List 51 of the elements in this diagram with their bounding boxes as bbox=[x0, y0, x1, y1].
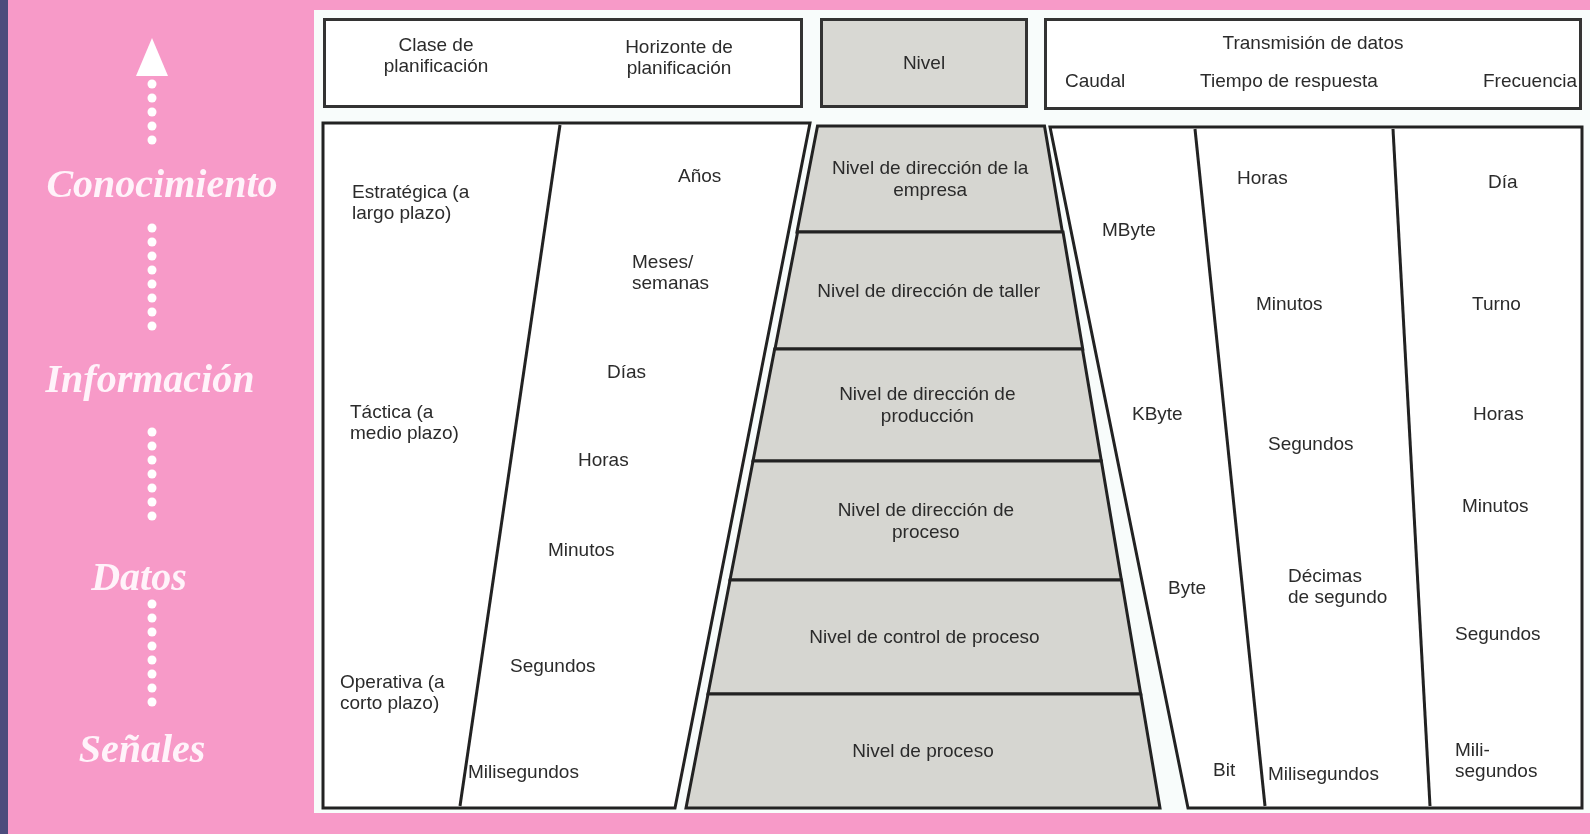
header-box bbox=[323, 18, 803, 108]
table-text: Días bbox=[607, 362, 648, 383]
level-band bbox=[686, 694, 1160, 808]
table-text: Táctica (a medio plazo) bbox=[350, 402, 460, 444]
hierarchy-label: Conocimiento bbox=[46, 159, 278, 207]
table-text: Milisegundos bbox=[468, 762, 580, 783]
table-text: Segundos bbox=[1455, 624, 1542, 645]
table-text: KByte bbox=[1132, 404, 1184, 425]
header-text: Transmisión de datos bbox=[1221, 33, 1405, 54]
level-name: Nivel de control de proceso bbox=[808, 626, 1041, 648]
table-text: Horas bbox=[578, 450, 630, 471]
level-name: Nivel de dirección de taller bbox=[816, 279, 1042, 302]
header-text: Nivel bbox=[901, 53, 947, 74]
level-band bbox=[730, 461, 1122, 580]
header-text: Caudal bbox=[1065, 71, 1127, 92]
table-text: Turno bbox=[1472, 294, 1522, 315]
header-text: Clase de planificación bbox=[382, 35, 490, 77]
level-band bbox=[774, 232, 1083, 349]
hierarchy-label: Señales bbox=[78, 724, 206, 772]
table-text: Décimas de segundo bbox=[1288, 566, 1388, 608]
table-text: Minutos bbox=[548, 540, 616, 561]
header-box bbox=[1044, 18, 1582, 110]
table-text: Byte bbox=[1168, 578, 1208, 599]
header-text: Frecuencia bbox=[1482, 71, 1577, 92]
hierarchy-label: Datos bbox=[91, 552, 187, 600]
table-text: Años bbox=[678, 166, 723, 187]
table-text: Minutos bbox=[1462, 496, 1530, 517]
level-band bbox=[797, 126, 1063, 232]
table-text: Minutos bbox=[1256, 294, 1324, 315]
level-name: Nivel de dirección de la empresa bbox=[830, 157, 1030, 201]
table-text: Segundos bbox=[510, 656, 597, 677]
table-text: Meses/ semanas bbox=[632, 252, 711, 294]
level-name: Nivel de dirección de producción bbox=[838, 383, 1017, 427]
table-text: Estratégica (a largo plazo) bbox=[352, 182, 471, 224]
table-text: Segundos bbox=[1268, 434, 1355, 455]
header-text: Horizonte de planificación bbox=[624, 37, 734, 79]
level-name: Nivel de dirección de proceso bbox=[836, 498, 1015, 543]
hierarchy-label: Información bbox=[45, 354, 255, 402]
table-text: MByte bbox=[1102, 220, 1157, 241]
level-band bbox=[753, 349, 1102, 461]
header-box bbox=[820, 18, 1028, 108]
level-name: Nivel de proceso bbox=[851, 740, 995, 762]
table-text: Milisegundos bbox=[1268, 764, 1380, 785]
table-text: Bit bbox=[1213, 760, 1237, 781]
header-text: Tiempo de respuesta bbox=[1199, 71, 1379, 92]
table-text: Operativa (a corto plazo) bbox=[340, 672, 446, 714]
table-text: Mili- segundos bbox=[1455, 740, 1539, 782]
table-text: Día bbox=[1488, 172, 1519, 193]
table-text: Horas bbox=[1473, 404, 1525, 425]
table-text: Horas bbox=[1237, 168, 1289, 189]
level-band bbox=[708, 580, 1141, 694]
